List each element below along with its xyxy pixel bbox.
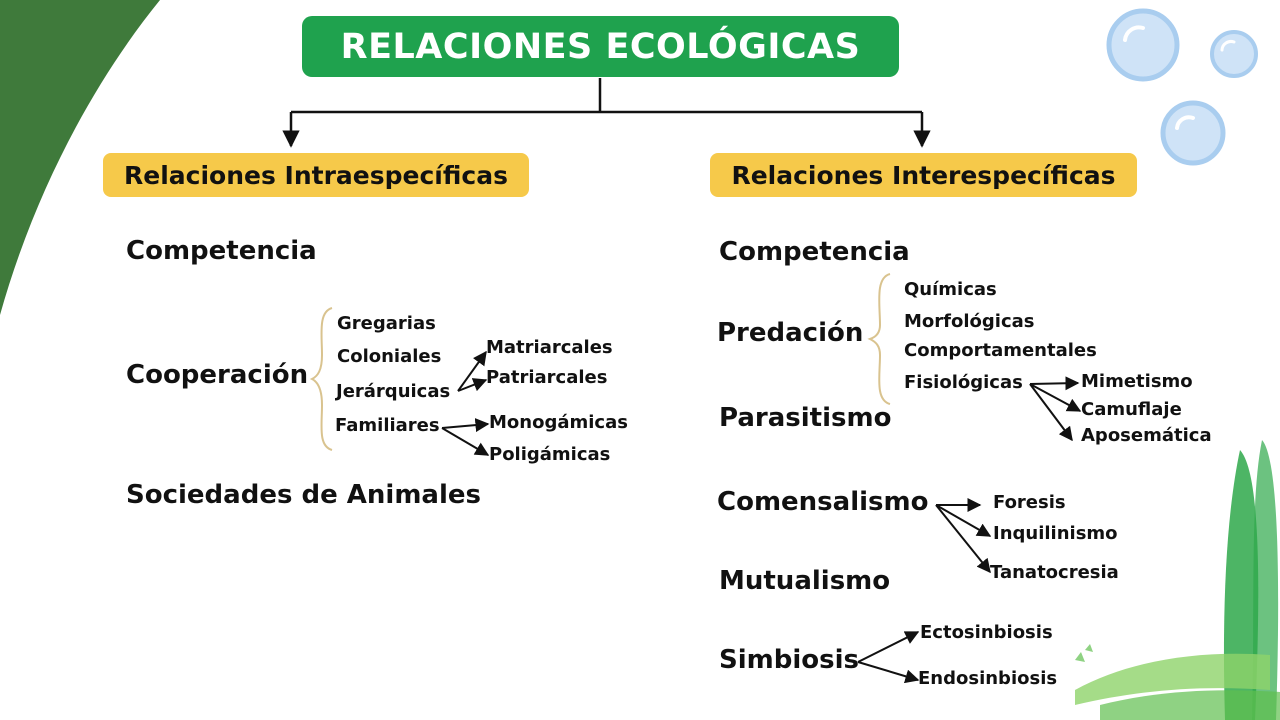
inter-competencia: Competencia [719, 237, 910, 267]
item-morfologicas: Morfológicas [904, 311, 1035, 332]
item-poligamicas: Poligámicas [489, 444, 611, 465]
item-quimicas: Químicas [904, 279, 997, 300]
sociedades-label: Sociedades de Animales [126, 480, 481, 510]
predacion-label: Predación [717, 318, 864, 348]
item-mimetismo: Mimetismo [1081, 371, 1193, 392]
item-camuflaje: Camuflaje [1081, 399, 1182, 420]
item-fisiologicas: Fisiológicas [904, 372, 1023, 393]
cooperacion-label: Cooperación [126, 360, 309, 390]
item-ectosinbiosis: Ectosinbiosis [920, 622, 1053, 643]
comensalismo-label: Comensalismo [717, 487, 929, 517]
simbiosis-label: Simbiosis [719, 645, 859, 675]
title-connector [282, 78, 931, 148]
item-endosinbiosis: Endosinbiosis [918, 668, 1058, 689]
item-gregarias: Gregarias [337, 313, 436, 334]
cooperacion-brace [309, 307, 333, 451]
item-matriarcales: Matriarcales [486, 337, 613, 358]
predacion-brace [867, 273, 891, 405]
mutualismo-label: Mutualismo [719, 566, 891, 596]
item-monogamicas: Monogámicas [489, 412, 628, 433]
item-jerarquicas: Jerárquicas [336, 381, 451, 402]
parasitismo-label: Parasitismo [719, 403, 892, 433]
green-brush-decoration [1075, 440, 1280, 720]
item-patriarcales: Patriarcales [486, 367, 608, 388]
item-aposematica: Aposemática [1081, 425, 1212, 446]
item-tanatocresia: Tanatocresia [990, 562, 1119, 583]
intra-header: Relaciones Intraespecíficas [103, 153, 529, 197]
item-foresis: Foresis [993, 492, 1066, 513]
item-familiares: Familiares [335, 415, 440, 436]
intra-competencia: Competencia [126, 236, 317, 266]
bubbles-decoration [1106, 8, 1258, 166]
main-title: RELACIONES ECOLÓGICAS [302, 16, 899, 77]
corner-green-shape [0, 0, 160, 315]
intra-arrows [441, 350, 490, 456]
inter-arrows [857, 376, 1082, 684]
inter-header: Relaciones Interespecíficas [710, 153, 1137, 197]
item-comportamentales: Comportamentales [904, 340, 1097, 361]
item-inquilinismo: Inquilinismo [993, 523, 1118, 544]
item-coloniales: Coloniales [337, 346, 442, 367]
